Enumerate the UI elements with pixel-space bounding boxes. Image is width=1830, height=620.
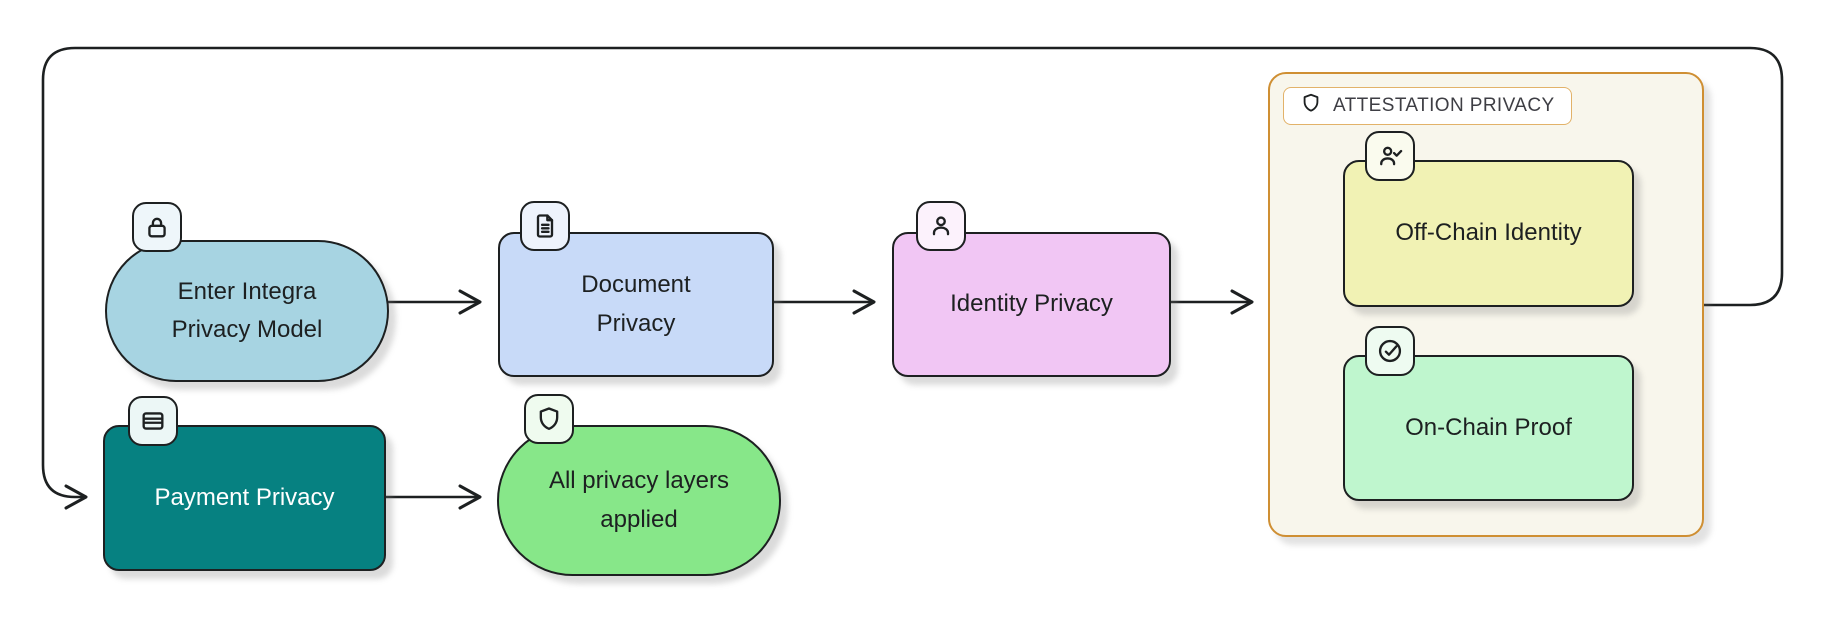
node-all-privacy-layers-applied: All privacy layers applied (497, 425, 781, 576)
attestation-privacy-label: ATTESTATION PRIVACY (1283, 87, 1572, 125)
user-icon (916, 201, 966, 251)
node-label: Off-Chain Identity (1395, 219, 1582, 247)
subgraph-title: ATTESTATION PRIVACY (1333, 95, 1555, 116)
shield-icon (1300, 92, 1322, 120)
node-label: Payment Privacy (154, 483, 335, 511)
node-enter-integra-privacy-model: Enter Integra Privacy Model (105, 240, 389, 382)
node-off-chain-identity: Off-Chain Identity (1343, 160, 1634, 307)
shield-icon (524, 394, 574, 444)
node-on-chain-proof: On-Chain Proof (1343, 355, 1634, 501)
circle-check-icon (1365, 326, 1415, 376)
node-label: Enter Integra Privacy Model (171, 277, 323, 343)
file-text-icon (520, 201, 570, 251)
edge-attestation-to-payment (41, 46, 1784, 510)
lock-icon (132, 202, 182, 252)
node-label: Identity Privacy (950, 290, 1113, 318)
node-document-privacy: Document Privacy (498, 232, 774, 377)
node-label: All privacy layers applied (548, 467, 730, 533)
node-label: On-Chain Proof (1405, 413, 1572, 441)
node-label: Document Privacy (581, 271, 691, 337)
node-payment-privacy: Payment Privacy (103, 425, 386, 571)
node-identity-privacy: Identity Privacy (892, 232, 1171, 377)
credit-card-icon (128, 396, 178, 446)
user-check-icon (1365, 131, 1415, 181)
